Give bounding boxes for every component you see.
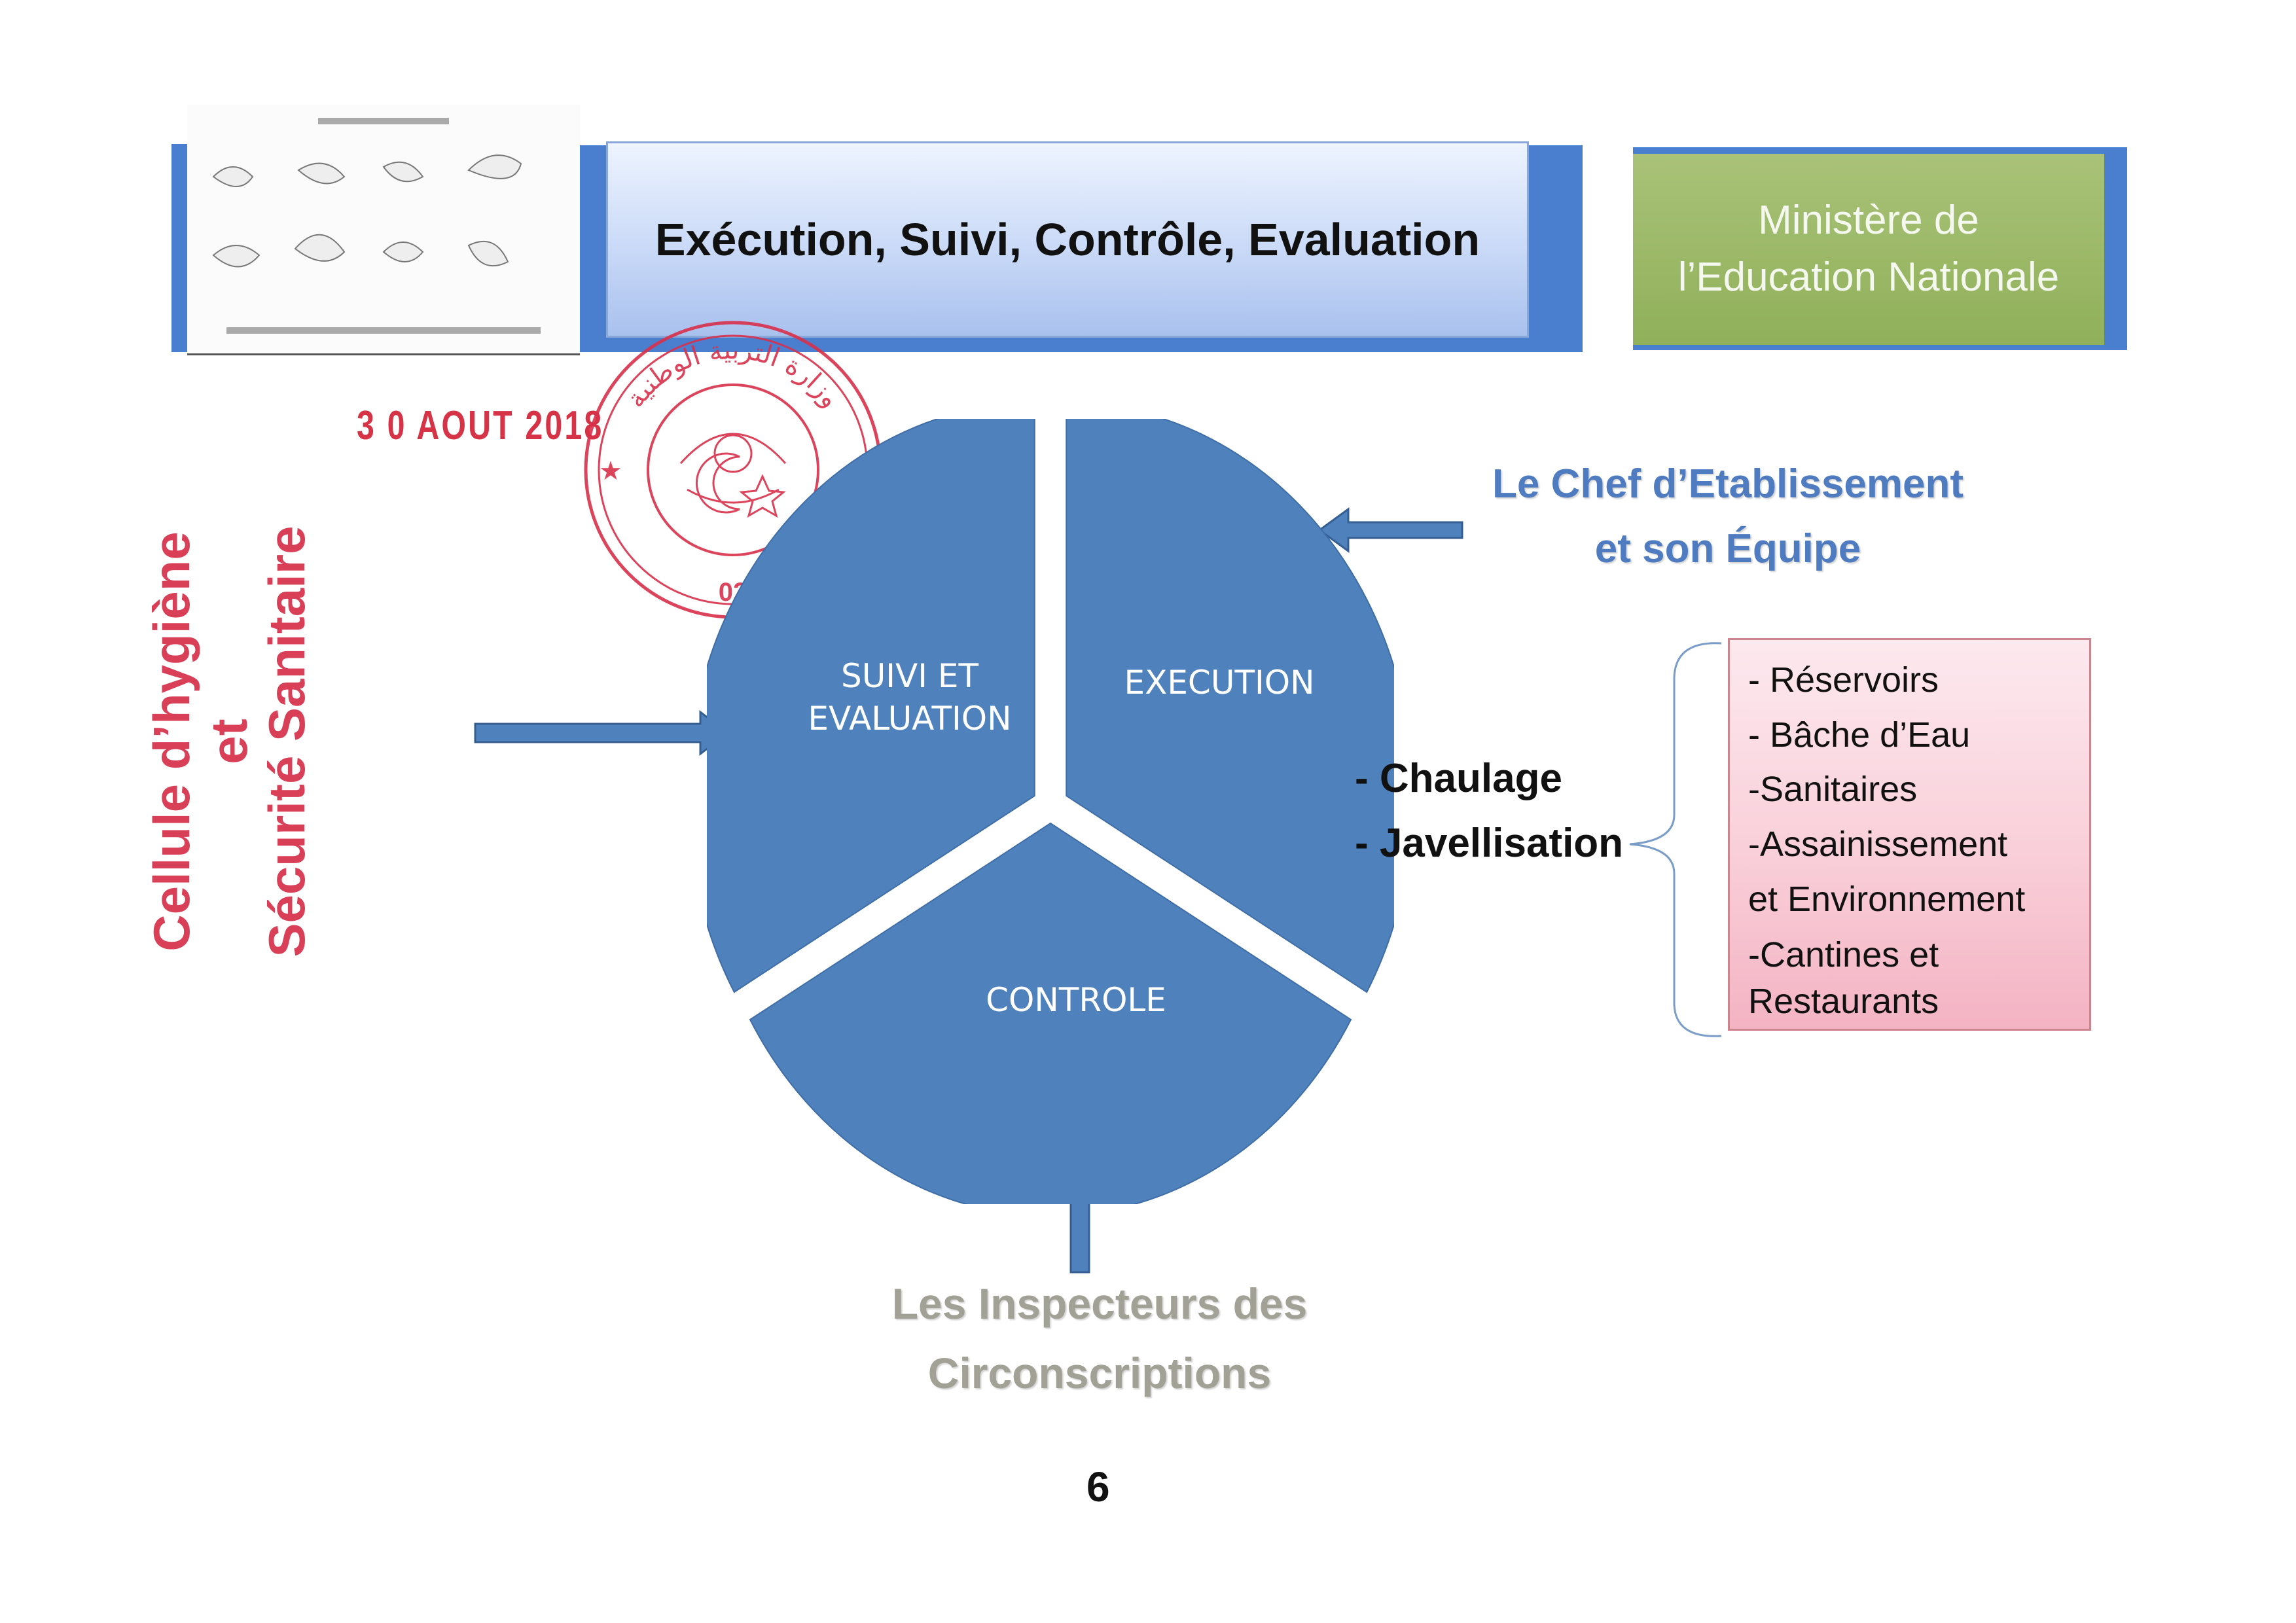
handwashing-steps-drawing	[212, 118, 541, 334]
chef-label: Le Chef d’Etablissement et son Équipe	[1440, 452, 2016, 581]
cell-line-2: et	[200, 719, 258, 764]
segment-label-suivi-line1: SUIVI ET	[841, 657, 979, 695]
treatment-list: - Chaulage - Javellisation	[1355, 746, 1623, 876]
facilities-list-box: - Réservoirs - Bâche d’Eau -Sanitaires -…	[1728, 638, 2091, 1031]
chef-line-1: Le Chef d’Etablissement	[1492, 461, 1964, 507]
segment-label-execution: EXECUTION	[1124, 664, 1315, 702]
segment-label-controle: CONTROLE	[986, 981, 1166, 1019]
cell-line-1: Cellule d’hygiène	[142, 531, 200, 952]
official-seal-icon: وزارة التربية الوطنية ★ ★ 02	[584, 321, 882, 619]
inspecteurs-line-2: Circonscriptions	[927, 1348, 1272, 1397]
segment-label-suivi-line2: EVALUATION	[808, 700, 1011, 738]
list-item: -Sanitaires	[1748, 770, 1918, 810]
list-item: - Bâche d’Eau	[1748, 715, 1971, 755]
treatment-item: - Javellisation	[1355, 821, 1624, 866]
pie-segment-controle	[749, 822, 1352, 1204]
list-item: -Cantines et	[1748, 935, 1939, 975]
inspecteurs-label: Les Inspecteurs des Circonscriptions	[753, 1270, 1446, 1408]
cell-line-3: Sécurité Sanitaire	[258, 526, 316, 957]
inspecteurs-line-1: Les Inspecteurs des	[891, 1279, 1308, 1328]
header-left-strip	[171, 144, 187, 352]
ministry-box: Ministère de l’Education Nationale	[1633, 154, 2104, 345]
ministry-line-1: Ministère de	[1758, 198, 1979, 243]
pie-segment-suivi	[707, 419, 1035, 993]
title-banner: Exécution, Suivi, Contrôle, Evaluation	[606, 141, 1529, 338]
list-item: -Assainissement	[1748, 825, 2008, 865]
list-item: Restaurants	[1748, 981, 1939, 1021]
arrow-left-icon	[1318, 507, 1463, 553]
chef-line-2: et son Équipe	[1594, 526, 1861, 572]
handwashing-illustration	[187, 105, 580, 355]
pie-segment-execution	[1066, 419, 1394, 993]
svg-text:★: ★	[599, 456, 622, 486]
cycle-pie-diagram: SUIVI ET EVALUATION EXECUTION CONTROLE	[707, 419, 1394, 1204]
list-item: et Environnement	[1748, 879, 2026, 919]
arrow-right-icon	[474, 709, 730, 757]
hygiene-cell-label: Cellule d’hygiène et Sécurité Sanitaire	[143, 414, 315, 1069]
bracket-connector-icon	[1629, 642, 1722, 1037]
ministry-line-2: l’Education Nationale	[1677, 255, 2060, 300]
date-stamp: 3 0 AOUT 2018	[357, 403, 604, 448]
treatment-item: - Chaulage	[1355, 756, 1562, 801]
page-title: Exécution, Suivi, Contrôle, Evaluation	[655, 214, 1480, 265]
list-item: - Réservoirs	[1748, 660, 1939, 700]
page-number: 6	[1086, 1463, 1110, 1510]
